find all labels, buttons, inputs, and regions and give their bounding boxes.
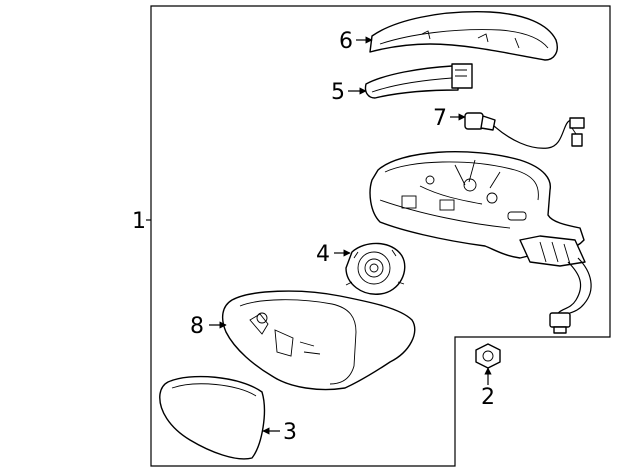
part-2-nut (475, 343, 501, 369)
part-3-mirror-glass (159, 375, 266, 460)
callout-5: 5 (331, 80, 345, 105)
callout-1: 1 (132, 209, 146, 234)
callout-2: 2 (481, 385, 495, 410)
assembly-frame (150, 5, 611, 467)
part-1-mirror-base (369, 151, 592, 334)
part-7-sensor-harness (464, 112, 585, 149)
callout-8: 8 (190, 314, 204, 339)
part-6-mirror-cap (369, 11, 558, 61)
part-8-housing-shell (221, 290, 416, 391)
part-5-turn-signal (364, 63, 473, 99)
callout-3: 3 (283, 420, 297, 445)
callout-6: 6 (339, 29, 353, 54)
callout-4: 4 (316, 242, 330, 267)
callout-7: 7 (433, 106, 447, 131)
part-4-actuator (345, 242, 406, 295)
